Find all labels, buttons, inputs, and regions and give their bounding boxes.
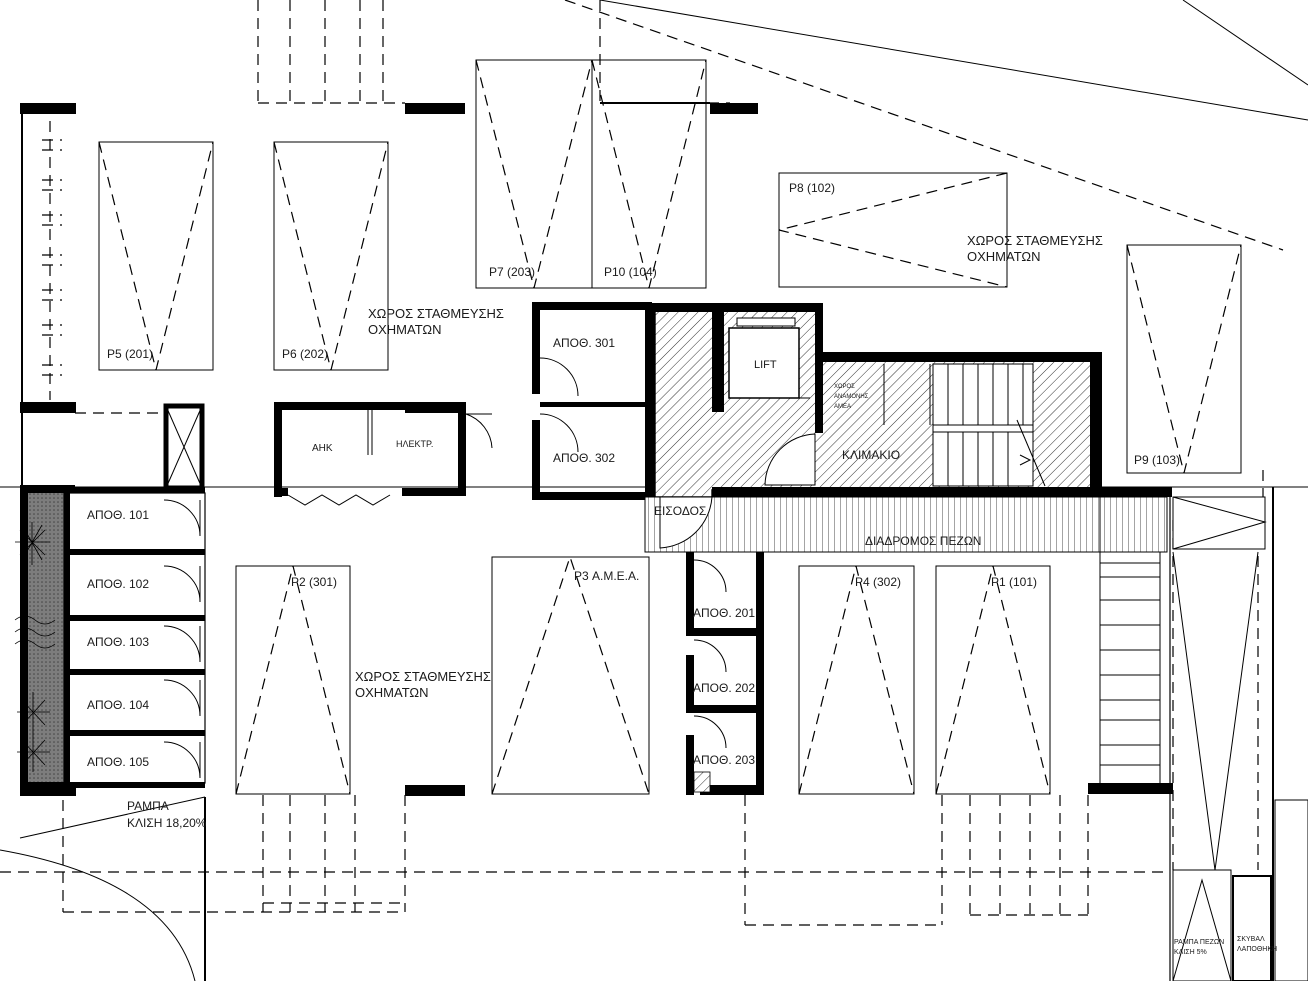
storage-label-202: ΑΠΟΘ. 202 — [693, 681, 755, 695]
storage-label-104: ΑΠΟΘ. 104 — [87, 698, 149, 712]
pedestrian-path-label: ΔΙΑΔΡΟΜΟΣ ΠΕΖΩΝ — [865, 534, 981, 548]
dashed-guides — [0, 0, 1284, 926]
stair-lift-core — [645, 303, 1112, 498]
parking-space-p9 — [1126, 244, 1242, 474]
parking-space-p1 — [935, 565, 1051, 795]
lift-label: LIFT — [754, 359, 777, 371]
storage-label-203: ΑΠΟΘ. 203 — [693, 753, 755, 767]
parking-label-p6: P6 (202) — [282, 347, 328, 361]
entrance-label: ΕΙΣΟΔΟΣ — [654, 504, 706, 518]
pedestrian-path — [644, 496, 1267, 871]
storage-block-301-302 — [532, 302, 652, 500]
parking-space-p5 — [98, 141, 214, 371]
ramp-label: ΡΑΜΠΑ — [127, 799, 169, 813]
waiting-area-label-1: ΧΩΡΟΣ — [834, 384, 855, 390]
storage-label-105: ΑΠΟΘ. 105 — [87, 755, 149, 769]
zone-label-1-line-2: ΟΧΗΜΑΤΩΝ — [368, 322, 442, 337]
parking-space-p2 — [235, 565, 351, 795]
refuse-label-1: ΣΚΥΒΑΛ — [1237, 936, 1265, 943]
staircase-label: ΚΛΙΜΑΚΙΟ — [842, 448, 900, 462]
parking-space-p10 — [591, 59, 707, 289]
storage-label-301: ΑΠΟΘ. 301 — [553, 336, 615, 350]
wall-segments — [20, 103, 1173, 796]
labels: ΧΩΡΟΣ ΣΤΑΘΜΕΥΣΗΣ ΟΧΗΜΑΤΩΝ ΧΩΡΟΣ ΣΤΑΘΜΕΥΣ… — [87, 181, 1277, 956]
parking-label-p2: P2 (301) — [291, 575, 337, 589]
storage-label-102: ΑΠΟΘ. 102 — [87, 577, 149, 591]
utility-label-ahk: ΑΗΚ — [312, 443, 333, 454]
zone-label-1-line-1: ΧΩΡΟΣ ΣΤΑΘΜΕΥΣΗΣ — [368, 306, 504, 321]
refuse-label-2: ΛΑΠΟΘΗΚΗ — [1237, 946, 1277, 953]
utility-label-electrical: ΗΛΕΚΤΡ. — [396, 439, 433, 449]
parking-label-p5: P5 (201) — [107, 347, 153, 361]
zone-label-2-line-2: ΟΧΗΜΑΤΩΝ — [967, 249, 1041, 264]
waiting-area-label-3: ΑΜΕΑ — [834, 404, 851, 410]
ramp-slope-label: ΚΛΙΣΗ 18,20% — [127, 816, 207, 830]
parking-spaces — [98, 59, 1242, 795]
ped-ramp-label: ΡΑΜΠΑ ΠΕΖΩΝ — [1174, 939, 1224, 946]
parking-label-p8: P8 (102) — [789, 181, 835, 195]
zone-label-3-line-1: ΧΩΡΟΣ ΣΤΑΘΜΕΥΣΗΣ — [355, 669, 491, 684]
waiting-area-label-2: ΑΝΑΜΟΝΗΣ — [834, 394, 869, 400]
storage-block-201-203 — [686, 552, 764, 795]
storage-label-201: ΑΠΟΘ. 201 — [693, 606, 755, 620]
parking-label-p1: P1 (101) — [991, 575, 1037, 589]
ped-ramp-and-refuse — [1172, 799, 1308, 981]
ped-ramp-slope-label: ΚΛΙΣΗ 5% — [1174, 949, 1207, 956]
utility-room — [274, 402, 493, 506]
parking-space-p3 — [491, 556, 650, 795]
parking-space-p4 — [798, 565, 915, 795]
parking-space-p7 — [475, 59, 593, 289]
zone-label-2-line-1: ΧΩΡΟΣ ΣΤΑΘΜΕΥΣΗΣ — [967, 233, 1103, 248]
storage-label-302: ΑΠΟΘ. 302 — [553, 451, 615, 465]
parking-label-p10: P10 (104) — [604, 265, 657, 279]
parking-label-p4: P4 (302) — [855, 575, 901, 589]
parking-label-p9: P9 (103) — [1134, 453, 1180, 467]
storage-label-101: ΑΠΟΘ. 101 — [87, 508, 149, 522]
parking-label-p3: P3 Α.Μ.Ε.Α. — [574, 569, 639, 583]
zone-label-3-line-2: ΟΧΗΜΑΤΩΝ — [355, 685, 429, 700]
storage-block-left — [14, 403, 206, 790]
storage-label-103: ΑΠΟΘ. 103 — [87, 635, 149, 649]
parking-label-p7: P7 (203) — [489, 265, 535, 279]
